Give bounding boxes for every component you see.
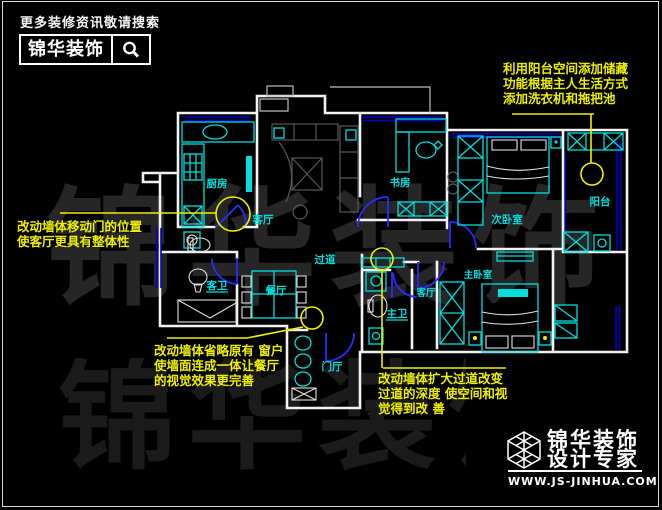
guest-bath-door-arc bbox=[211, 258, 238, 285]
header-logo: 锦华装饰 bbox=[19, 34, 151, 65]
room-label-dining: 餐厅 bbox=[265, 284, 287, 297]
room-label-entry: 门厅 bbox=[322, 360, 343, 373]
cube-logo-icon bbox=[507, 431, 541, 469]
room-label-master-bath: 主卫 bbox=[387, 307, 408, 320]
footer-brand-line1: 锦华装饰 bbox=[547, 428, 639, 452]
room-label-guest-bath: 客卫 bbox=[206, 279, 228, 292]
highlight-circle-balcony bbox=[580, 162, 604, 186]
search-box bbox=[111, 36, 149, 63]
entry-door-arc bbox=[325, 332, 355, 362]
room-labels: 厨房 客厅 书房 次卧室 阳台 过道 客卫 餐厅 主卫 客厅 主卧室 门厅 bbox=[206, 176, 611, 373]
master-bath-door-arc bbox=[391, 272, 418, 298]
study-door-arc bbox=[357, 196, 389, 228]
highlight-circle-kitchen-door bbox=[215, 196, 251, 232]
search-icon bbox=[123, 41, 140, 58]
room-label-corridor: 过道 bbox=[315, 253, 336, 266]
room-label-living: 客厅 bbox=[252, 213, 274, 226]
annotation-corridor-wall: 改动墙体扩大过道改变 过道的深度 使空间和视 觉得到改 善 bbox=[378, 371, 508, 416]
annotation-living-door: 改动墙体移动门的位置 使客厅更具有整体性 bbox=[17, 219, 143, 249]
label-underlines bbox=[206, 291, 408, 321]
footer-website: WWW.JS-JINHUA.COM bbox=[508, 475, 658, 488]
room-label-kitchen: 厨房 bbox=[207, 177, 228, 190]
header-brand: 锦华装饰 bbox=[28, 39, 104, 60]
watermark-row2: 锦华装饰 bbox=[58, 358, 466, 476]
room-label-study: 书房 bbox=[390, 176, 411, 189]
header-tagline: 更多装修资讯敬请搜索 bbox=[20, 16, 161, 31]
highlight-circle-dining-wall bbox=[300, 306, 324, 330]
kitchen-door-arc bbox=[215, 204, 247, 228]
room-label-master-nook: 客厅 bbox=[415, 287, 436, 299]
room-label-balcony: 阳台 bbox=[590, 195, 611, 208]
second-bedroom-door-arc bbox=[449, 221, 477, 249]
master-bedroom-door-arc bbox=[417, 261, 445, 289]
footer-divider bbox=[508, 470, 642, 472]
annotation-balcony: 利用阳台空间添加储藏 功能根据主人生活方式 添加洗衣机和拖把池 bbox=[503, 61, 629, 106]
tv-cabinet bbox=[246, 156, 252, 192]
furniture bbox=[177, 118, 624, 401]
annotation-dining-wall: 改动墙体省略原有 窗户 使墙面连成一体让餐厅 的视觉效果更完善 bbox=[154, 343, 284, 388]
leader-lines bbox=[60, 113, 594, 369]
room-label-master-bedroom: 主卧室 bbox=[464, 269, 493, 281]
room-label-second-bedroom: 次卧室 bbox=[491, 213, 523, 226]
annotation-overlay bbox=[60, 113, 604, 369]
footer-brand-line2: 设计专家 bbox=[547, 447, 639, 471]
